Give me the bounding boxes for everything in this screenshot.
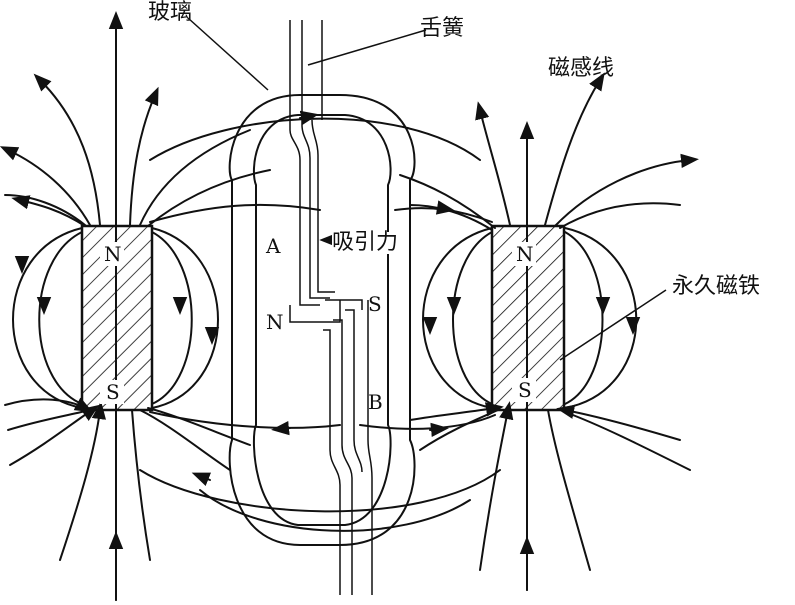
reed-label: 舌簧	[420, 16, 465, 41]
reed-upper	[289, 20, 341, 323]
attraction-label: 吸引力	[332, 230, 399, 255]
field-lines-label: 磁感线	[548, 56, 615, 81]
reed-leader	[307, 29, 427, 66]
left-magnet-south-label: S	[106, 380, 120, 404]
left-magnet-north-label: N	[104, 242, 122, 266]
contact-a-label: A	[266, 234, 281, 258]
magnet-leader	[559, 289, 667, 361]
reed-upper-pole-label: N	[266, 310, 284, 334]
left-field-lines	[0, 11, 271, 601]
glass-label: 玻璃	[148, 0, 193, 25]
right-magnet-north-label: N	[516, 242, 534, 266]
left-outer-loop-left	[12, 227, 83, 409]
connecting-field-lines	[139, 110, 501, 532]
reed-lower	[323, 299, 373, 595]
leader-lines	[187, 17, 667, 361]
contact-b-label: B	[368, 390, 383, 414]
glass-envelope	[228, 94, 416, 546]
permanent-magnet-label: 永久磁铁	[672, 274, 761, 299]
glass-leader	[187, 17, 269, 91]
reed-lower-pole-label: S	[368, 292, 382, 316]
right-magnet-south-label: S	[518, 378, 532, 402]
